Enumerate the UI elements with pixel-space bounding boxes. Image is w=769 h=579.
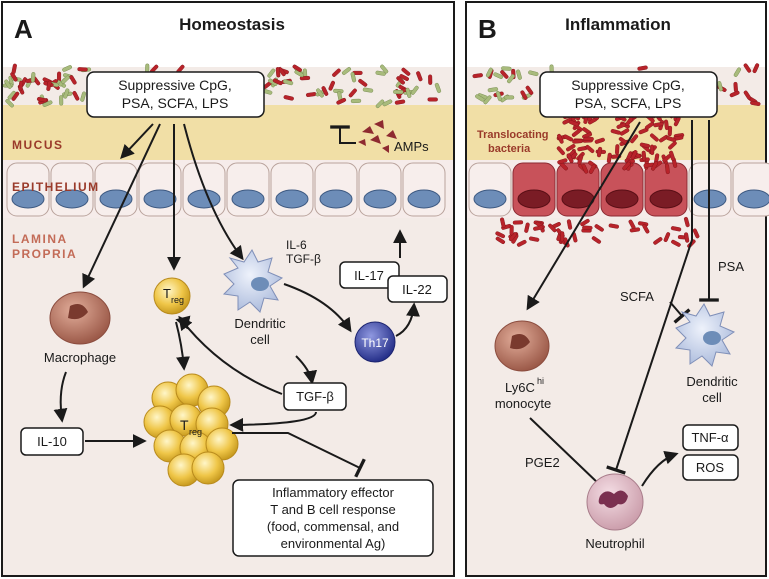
- dc-b-label-2: cell: [702, 390, 722, 405]
- arrow-to-macrophage: [82, 123, 161, 289]
- arrow-neutrophil-to-cytokines: [641, 450, 679, 487]
- macrophage-label: Macrophage: [44, 350, 116, 365]
- scfa-label: SCFA: [620, 289, 654, 304]
- mucus-label: MUCUS: [12, 138, 64, 152]
- stimulus-box-b: [539, 71, 718, 118]
- il17-box: [339, 261, 400, 289]
- arrow-to-dendritic-cell: [183, 123, 244, 261]
- treg-small-label: T: [163, 286, 171, 301]
- monocyte-label-sup: hi: [537, 376, 544, 386]
- macrophage-cell: [49, 291, 111, 345]
- ros-label: ROS: [696, 460, 725, 475]
- arrow-th17-to-il22: [395, 302, 420, 337]
- neutrophil-cell: [586, 473, 644, 531]
- epithelium-label: EPITHELIUM: [12, 180, 100, 194]
- neutrophil-label: Neutrophil: [585, 536, 644, 551]
- treg-cluster-label: T: [180, 417, 189, 433]
- dc-a-label-2: cell: [250, 332, 270, 347]
- treg-small-sub: reg: [171, 295, 184, 305]
- pge2-label: PGE2: [525, 455, 560, 470]
- lamina-label-1: LAMINA: [12, 232, 68, 246]
- treg-cell-cluster: [143, 373, 239, 487]
- dc-b-label-1: Dendritic: [686, 374, 738, 389]
- panel-inflammation: B Inflammation Translocating bacteria Su…: [465, 1, 769, 577]
- amps-inhibit-arrow: [330, 125, 356, 144]
- translocating-label-2: bacteria: [488, 143, 531, 155]
- th17-label: Th17: [361, 336, 389, 350]
- psa-label: PSA: [718, 259, 744, 274]
- dendritic-cell-a: [222, 249, 284, 313]
- arrow-tgfb-to-treg-small: [178, 315, 283, 395]
- epithelial-cells: [6, 162, 446, 217]
- arrow-dc-to-tgfb: [295, 355, 318, 385]
- monocyte-label-1: Ly6C: [505, 380, 535, 395]
- panel-b-letter: B: [478, 14, 497, 44]
- il22-box: [387, 275, 448, 303]
- epithelium-b: [467, 160, 769, 218]
- arrow-dc-to-th17: [283, 283, 352, 333]
- dendritic-cell-b: [674, 303, 736, 367]
- effector-box: [232, 479, 434, 557]
- il10-label: IL-10: [37, 434, 67, 449]
- tgfb-box-label: TGF-β: [296, 389, 334, 404]
- stimulus-b-line2: PSA, SCFA, LPS: [575, 95, 682, 111]
- effector-line3: (food, commensal, and: [267, 519, 399, 534]
- tgfb-box: [283, 382, 347, 411]
- arrow-to-mucus: [120, 123, 154, 160]
- tnf-label: TNF-α: [691, 430, 729, 445]
- treg-cell-small: [153, 277, 191, 315]
- pge2-inhibit-arrow: [529, 417, 608, 494]
- stimulus-a-line2: PSA, SCFA, LPS: [122, 95, 229, 111]
- effector-line2: T and B cell response: [270, 502, 396, 517]
- effector-line4: environmental Ag): [281, 536, 386, 551]
- lamina-label-2: PROPRIA: [12, 247, 77, 261]
- stimulus-b-line1: Suppressive CpG,: [571, 77, 685, 93]
- monocyte-label-2: monocyte: [495, 396, 551, 411]
- translocating-label-1: Translocating: [477, 129, 549, 141]
- arrow-tgfb-to-cluster: [229, 411, 317, 432]
- lumen-area-b: [467, 3, 765, 67]
- panel-a-title: Homeostasis: [179, 15, 285, 34]
- panel-b-title: Inflammation: [565, 15, 671, 34]
- amps-label: AMPs: [394, 139, 429, 154]
- stimulus-a-line1: Suppressive CpG,: [118, 77, 232, 93]
- ros-box: [682, 454, 739, 481]
- stimulus-box-a: [86, 71, 265, 118]
- epithelium-a: [3, 160, 453, 218]
- th17-cell: [354, 321, 396, 363]
- tgfb-top-label: TGF-β: [286, 252, 321, 266]
- panel-a-letter: A: [14, 14, 33, 44]
- arrow-to-monocyte: [526, 121, 641, 311]
- bacteria-lumen: [2, 63, 442, 109]
- lumen-area: [3, 3, 453, 67]
- il10-box: [20, 427, 84, 456]
- treg-cluster-sub: reg: [189, 427, 202, 437]
- inhibit-to-neutrophil: [606, 120, 693, 475]
- amps-icon: [358, 120, 397, 153]
- panel-homeostasis: A Homeostasis MUCUS EPITHELIUM LAMINA PR…: [1, 1, 455, 577]
- bacteria-lumen-b: [472, 63, 761, 106]
- tnf-box: [682, 424, 739, 451]
- il17-label: IL-17: [354, 268, 384, 283]
- effector-line1: Inflammatory effector: [272, 485, 395, 500]
- arrow-macrophage-to-il10: [53, 371, 68, 423]
- epithelial-cells-b: [468, 162, 769, 217]
- il6-label: IL-6: [286, 238, 307, 252]
- dc-a-label-1: Dendritic: [234, 316, 286, 331]
- il22-label: IL-22: [402, 282, 432, 297]
- treg-inhibit-arrow: [232, 432, 366, 478]
- monocyte-cell: [494, 320, 550, 372]
- scfa-inhibit-arrow: [669, 301, 691, 324]
